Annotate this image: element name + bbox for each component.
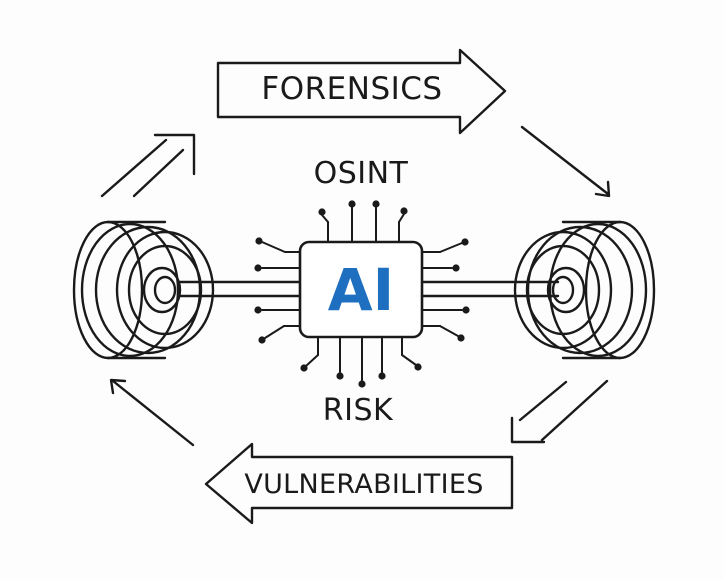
upper-right-arrow — [520, 125, 611, 198]
left-wheel-icon — [72, 220, 215, 360]
vulnerabilities-arrow — [204, 442, 514, 525]
upper-left-arrow — [100, 133, 196, 198]
trace-terminals — [254, 200, 470, 388]
osint-label: OSINT — [314, 156, 409, 191]
forensics-arrow — [216, 48, 507, 135]
forensics-label: FORENSICS — [261, 71, 442, 107]
axle-icon — [176, 280, 560, 298]
lower-right-arrow — [510, 379, 609, 444]
lower-left-arrow — [109, 378, 195, 447]
ai-chip-icon — [298, 240, 424, 339]
right-wheel-icon — [513, 220, 656, 360]
vulnerabilities-label: VULNERABILITIES — [244, 469, 483, 500]
chip-traces — [261, 206, 463, 381]
risk-label: RISK — [323, 393, 394, 428]
ai-chip-label: AI — [328, 256, 394, 324]
